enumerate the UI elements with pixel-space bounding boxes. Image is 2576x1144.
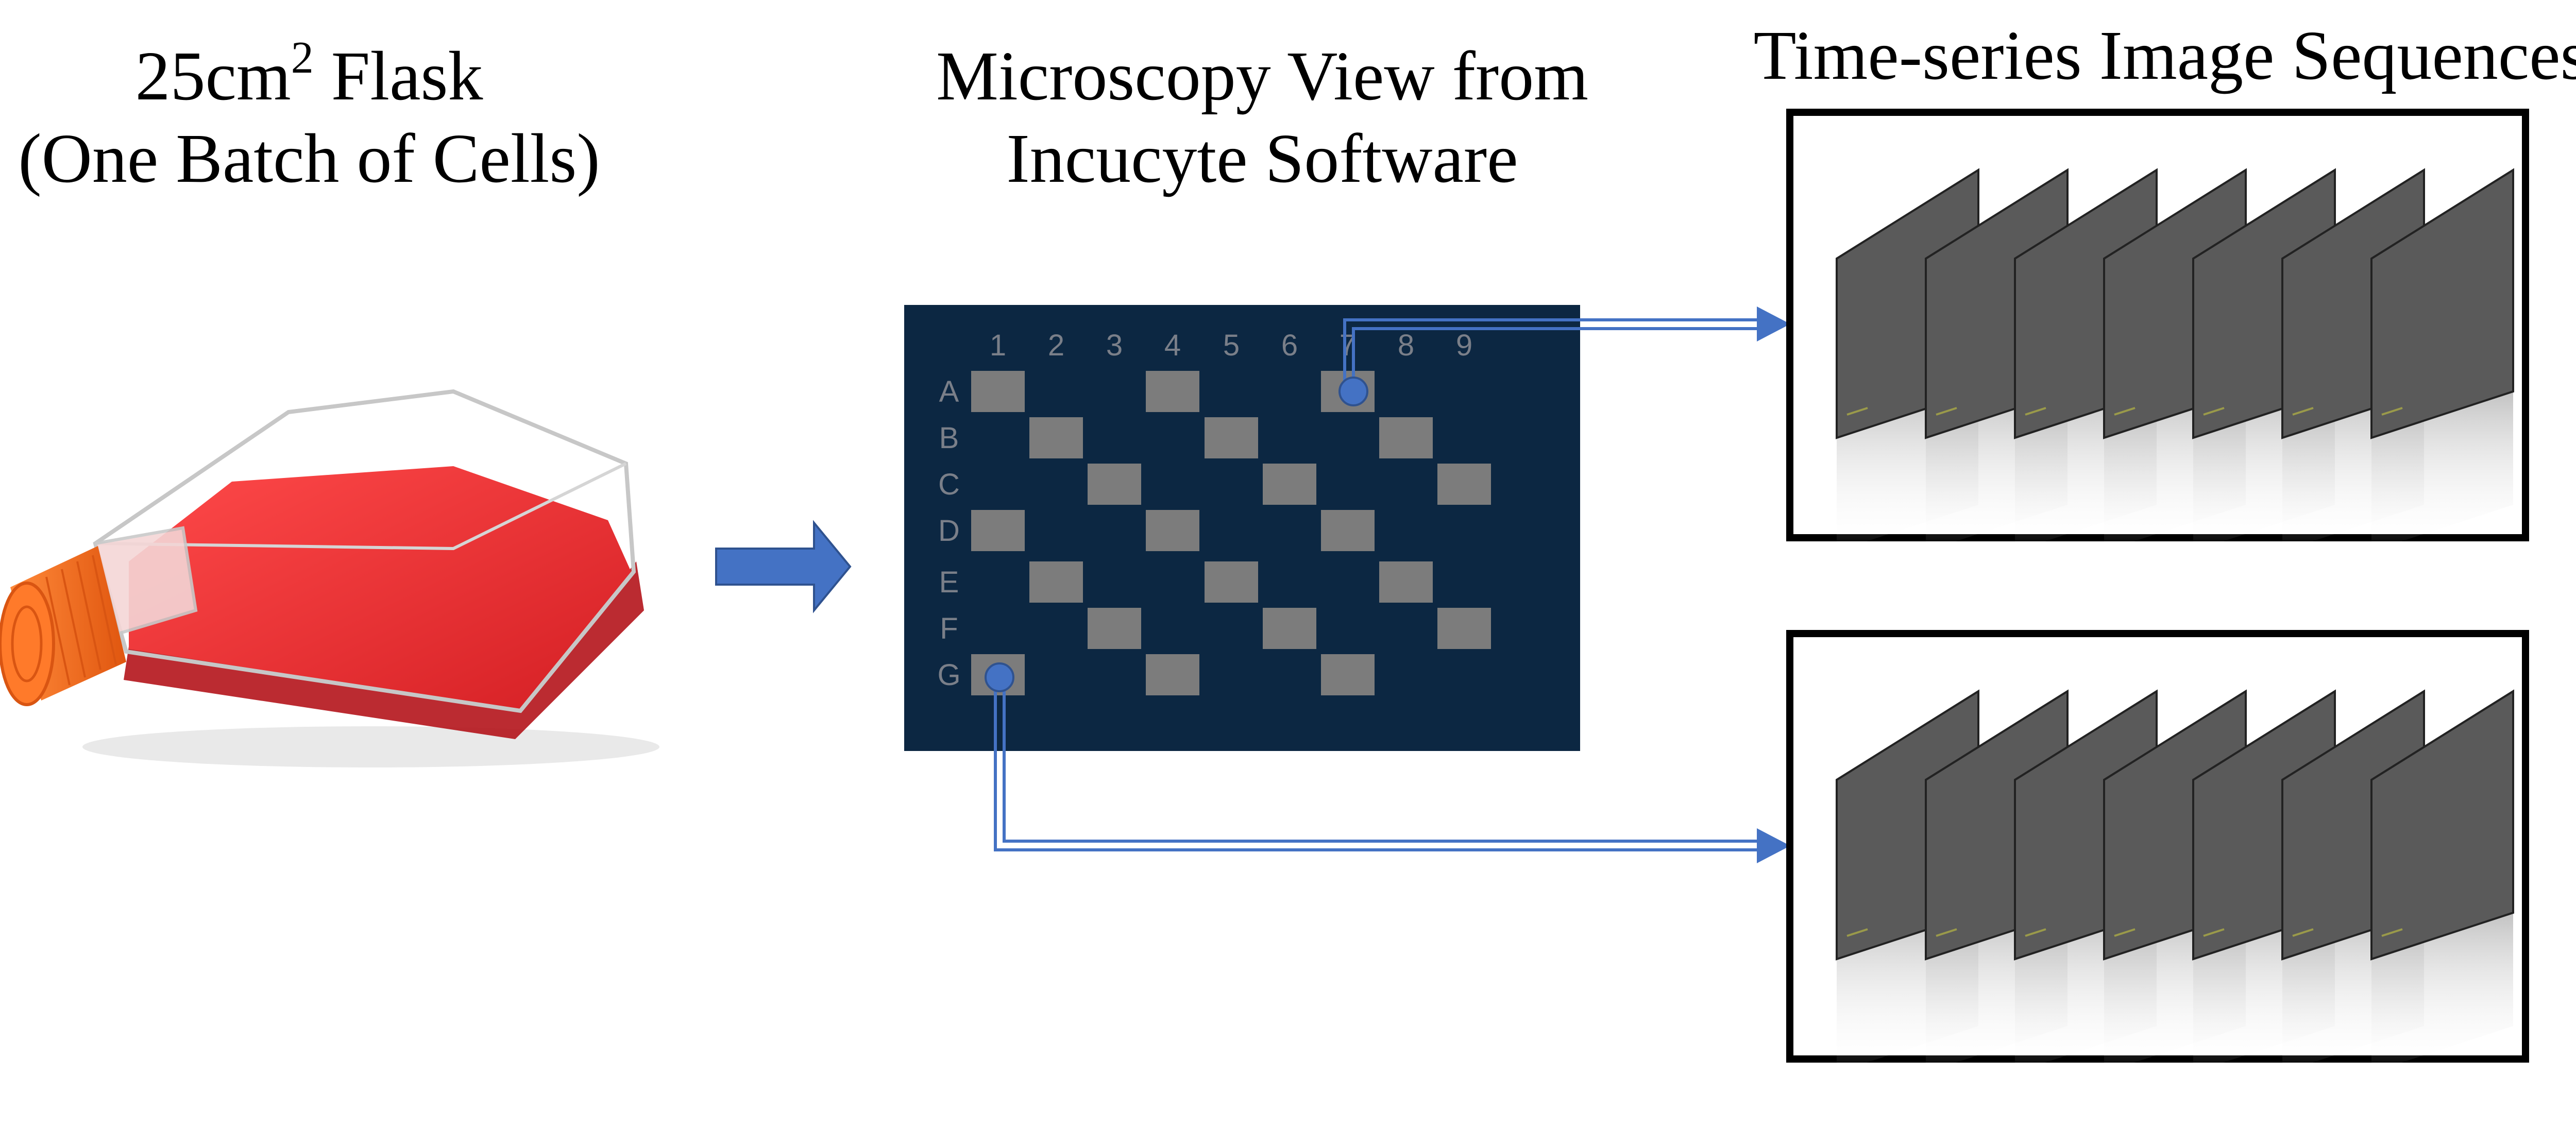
scale-bar-mark <box>1846 407 1868 416</box>
well-b5 <box>1205 417 1258 458</box>
flask-cap <box>0 546 126 706</box>
microscopy-title: Microscopy View from Incucyte Software <box>876 41 1649 194</box>
scale-bar-mark <box>1936 407 1957 416</box>
right-arrow-icon <box>715 520 852 613</box>
cell-culture-flask <box>0 389 659 767</box>
flask-title-line1: 25cm2 Flask <box>135 33 483 115</box>
well-b2 <box>1029 417 1083 458</box>
connector-g1 <box>994 677 1762 851</box>
flask-top-edge <box>95 462 627 551</box>
image-frame-7 <box>2370 168 2514 439</box>
well-d4 <box>1146 510 1199 551</box>
well-a7-marker <box>1338 377 1368 406</box>
arrowhead-bottom-icon <box>1757 828 1790 863</box>
scale-bar-mark <box>2203 407 2225 416</box>
row-label-F: F <box>940 612 958 645</box>
scale-bar-mark <box>2381 407 2403 416</box>
flask-shadow <box>82 726 659 767</box>
microscopy-title-line2: Incucyte Software <box>1006 120 1518 197</box>
well-d7 <box>1321 510 1375 551</box>
well-f3 <box>1088 608 1141 649</box>
scale-bar-mark <box>2381 928 2403 937</box>
well-a4 <box>1146 371 1199 412</box>
well-a1 <box>971 371 1025 412</box>
column-label-6: 6 <box>1281 329 1298 362</box>
well-g7 <box>1321 654 1375 695</box>
scale-bar-mark <box>2114 928 2136 937</box>
frame-reflection <box>2371 913 2513 1072</box>
arrowhead-top-icon <box>1757 306 1790 342</box>
well-g1-marker <box>985 662 1014 692</box>
flask-base <box>124 561 644 739</box>
row-label-D: D <box>938 514 960 548</box>
scale-bar-mark <box>1846 928 1868 937</box>
well-c6 <box>1263 464 1316 505</box>
image-sequence-box-bottom <box>1786 630 2529 1072</box>
row-label-G: G <box>937 658 960 692</box>
flask-body-outline <box>93 389 636 713</box>
well-e5 <box>1205 561 1258 603</box>
flask-title-superscript: 2 <box>291 33 314 83</box>
well-e8 <box>1379 561 1433 603</box>
image-sequence-box-top <box>1786 109 2529 551</box>
image-frame-7 <box>2370 689 2514 961</box>
scale-bar-mark <box>1936 928 1957 937</box>
scale-bar-mark <box>2025 928 2046 937</box>
imaged-wells <box>971 371 1491 695</box>
row-label-E: E <box>939 566 959 599</box>
scale-bar-mark <box>2114 407 2136 416</box>
microscopy-title-line1: Microscopy View from <box>936 38 1588 115</box>
well-c3 <box>1088 464 1141 505</box>
well-c9 <box>1437 464 1491 505</box>
column-label-3: 3 <box>1106 329 1123 362</box>
sequences-title: Time-series Image Sequences <box>1753 17 2576 94</box>
well-g4 <box>1146 654 1199 695</box>
flask-liquid <box>129 466 631 711</box>
scale-bar-mark <box>2025 407 2046 416</box>
well-f9 <box>1437 608 1491 649</box>
well-d1 <box>971 510 1025 551</box>
column-label-1: 1 <box>990 329 1006 362</box>
flask-title-line2: (One Batch of Cells) <box>18 120 600 197</box>
connector-a7 <box>1343 318 1762 389</box>
well-e2 <box>1029 561 1083 603</box>
scale-bar-mark <box>2292 928 2314 937</box>
row-label-A: A <box>939 375 959 408</box>
column-label-2: 2 <box>1048 329 1064 362</box>
row-label-B: B <box>939 421 959 455</box>
scale-bar-mark <box>2292 407 2314 416</box>
column-label-9: 9 <box>1456 329 1472 362</box>
row-label-C: C <box>938 468 960 501</box>
column-label-4: 4 <box>1164 329 1181 362</box>
column-label-8: 8 <box>1398 329 1414 362</box>
flask-title: 25cm2 Flask (One Batch of Cells) <box>0 33 618 197</box>
frame-reflection <box>2371 391 2513 551</box>
well-f6 <box>1263 608 1316 649</box>
scale-bar-mark <box>2203 928 2225 937</box>
column-label-5: 5 <box>1223 329 1240 362</box>
well-b8 <box>1379 417 1433 458</box>
